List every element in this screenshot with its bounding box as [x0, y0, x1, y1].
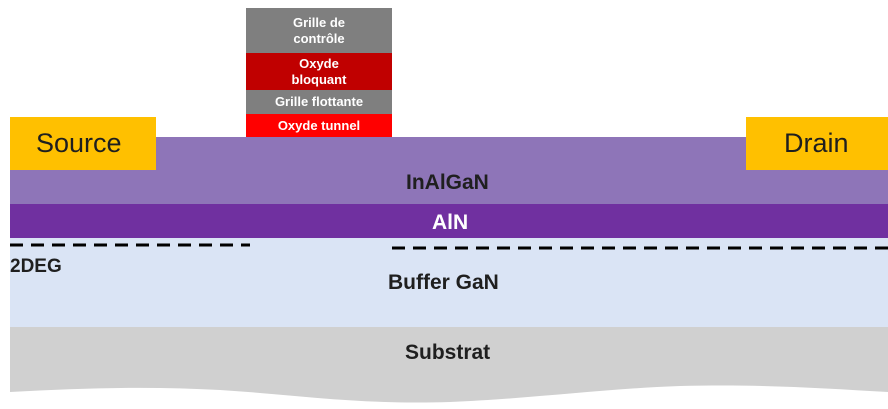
- drain-label: Drain: [784, 128, 849, 158]
- oxyde-bloquant-layer: Oxyde bloquant: [246, 53, 392, 90]
- grille-controle-line-1: Grille de: [292, 14, 346, 30]
- oxyde-tunnel-label: Oxyde tunnel: [277, 117, 361, 133]
- substrat-layer: [10, 327, 888, 403]
- grille-controle-line-2: contrôle: [293, 30, 345, 46]
- inalgan-layer: [10, 137, 888, 204]
- grille-de-controle-layer: Grille de contrôle: [246, 8, 392, 53]
- inalgan-label: InAlGaN: [406, 171, 489, 194]
- aln-label: AlN: [432, 211, 469, 234]
- substrat-label: Substrat: [405, 341, 491, 364]
- drain-contact: Drain: [746, 117, 888, 170]
- oxyde-bloquant-line-2: bloquant: [291, 71, 347, 87]
- source-label: Source: [36, 128, 122, 158]
- oxyde-tunnel-layer: Oxyde tunnel: [246, 114, 392, 137]
- grille-flottante-label: Grille flottante: [274, 94, 364, 109]
- oxyde-bloquant-line-1: Oxyde: [299, 55, 339, 71]
- source-contact: Source: [10, 117, 156, 170]
- buffer-gan-label: Buffer GaN: [388, 271, 499, 294]
- aln-layer: [10, 204, 888, 238]
- 2deg-label: 2DEG: [10, 256, 62, 277]
- buffer-gan-layer: [10, 238, 888, 327]
- grille-flottante-layer: Grille flottante: [246, 90, 392, 114]
